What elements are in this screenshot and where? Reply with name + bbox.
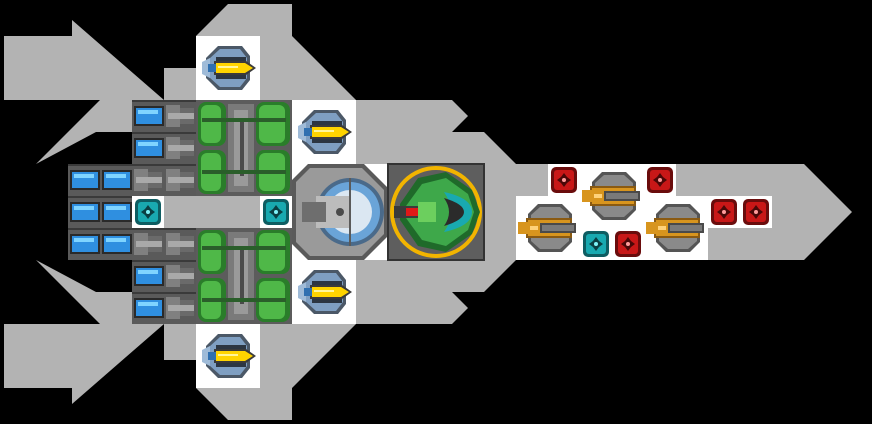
- ammo-node-icon[interactable]: [548, 164, 580, 196]
- ammo-node-icon[interactable]: [708, 196, 740, 228]
- cannon-icon[interactable]: [292, 100, 356, 164]
- engine-icon[interactable]: [196, 228, 292, 324]
- ammo-node-icon[interactable]: [644, 164, 676, 196]
- thruster-icon[interactable]: [100, 228, 164, 260]
- cannon-icon[interactable]: [196, 36, 260, 100]
- thruster-icon[interactable]: [132, 292, 196, 324]
- thruster-icon[interactable]: [132, 260, 196, 292]
- ammo-node-icon[interactable]: [740, 196, 772, 228]
- cannon-icon[interactable]: [292, 260, 356, 324]
- cannon-icon[interactable]: [196, 324, 260, 388]
- command-module[interactable]: [387, 163, 485, 261]
- ammo-node-icon[interactable]: [612, 228, 644, 260]
- engine-icon[interactable]: [196, 100, 292, 196]
- turret-icon[interactable]: [644, 196, 708, 260]
- turret-icon[interactable]: [580, 164, 644, 228]
- thruster-icon[interactable]: [132, 132, 196, 164]
- energy-node-icon[interactable]: [260, 196, 292, 228]
- thruster-icon[interactable]: [100, 164, 164, 196]
- thruster-icon[interactable]: [132, 100, 196, 132]
- turret-icon[interactable]: [516, 196, 580, 260]
- energy-node-icon[interactable]: [132, 196, 164, 228]
- bridge-module[interactable]: [292, 164, 388, 260]
- energy-node-icon[interactable]: [580, 228, 612, 260]
